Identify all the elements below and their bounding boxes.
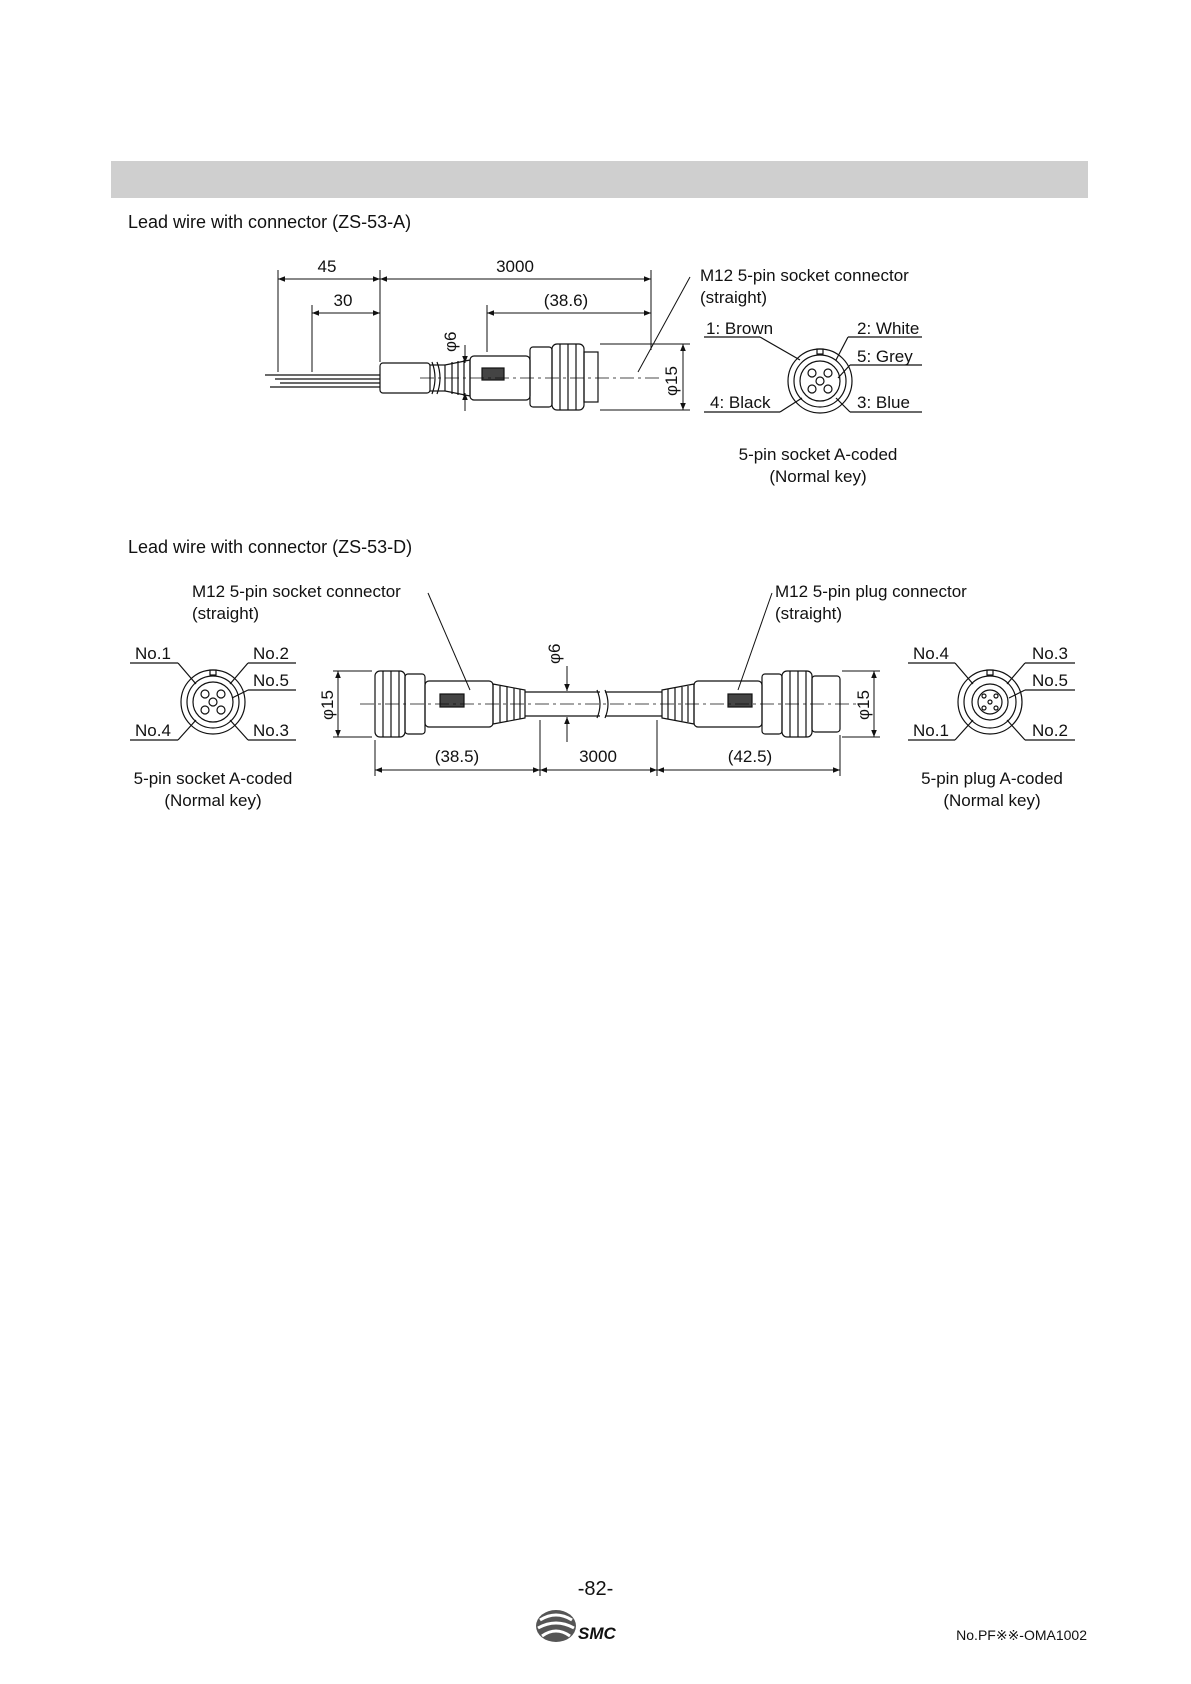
socket-face-label-1: 5-pin socket A-coded: [134, 769, 293, 788]
plug-pin-no2: No.2: [1032, 721, 1068, 740]
pin-face-zs-53-a: [704, 336, 922, 414]
pin-labels-zs-53-a: 1: Brown 2: White 5: Grey 4: Black 3: Bl…: [706, 319, 919, 486]
page-number: -82-: [577, 1578, 614, 1600]
plug-pin-no5: No.5: [1032, 671, 1068, 690]
dimensions-zs-53-a: [277, 270, 691, 411]
dim-42-5: (42.5): [728, 747, 772, 766]
smc-logo: SMC: [536, 1610, 617, 1643]
face-label-a-2: (Normal key): [769, 467, 866, 486]
dim-phi6-d: φ6: [545, 644, 564, 664]
plug-pin-no3: No.3: [1032, 644, 1068, 663]
dim-38-5: (38.5): [435, 747, 479, 766]
drawing-zs-53-d: [360, 670, 860, 738]
dim-phi6: φ6: [441, 332, 460, 352]
dim-30: 30: [334, 291, 353, 310]
socket-label-2: (straight): [192, 604, 259, 623]
socket-pin-no3: No.3: [253, 721, 289, 740]
socket-pin-no2: No.2: [253, 644, 289, 663]
plug-label-1: M12 5-pin plug connector: [775, 582, 967, 601]
dim-labels-zs-53-d: (38.5) 3000 (42.5) φ6 φ15 φ15 M12 5-pin …: [192, 582, 967, 766]
dim-45: 45: [318, 257, 337, 276]
dim-3000: 3000: [496, 257, 534, 276]
plug-pin-no4: No.4: [913, 644, 949, 663]
socket-face-label-2: (Normal key): [164, 791, 261, 810]
connector-label-a-2: (straight): [700, 288, 767, 307]
socket-label-1: M12 5-pin socket connector: [192, 582, 401, 601]
pin-1-brown: 1: Brown: [706, 319, 773, 338]
caption-zs-53-d: Lead wire with connector (ZS-53-D): [128, 537, 413, 557]
socket-pin-no5: No.5: [253, 671, 289, 690]
plug-face-label-1: 5-pin plug A-coded: [921, 769, 1063, 788]
smc-logo-icon: [536, 1610, 576, 1642]
dim-phi15-left: φ15: [318, 690, 337, 720]
caption-zs-53-a: Lead wire with connector (ZS-53-A): [128, 212, 412, 232]
dim-phi15: φ15: [662, 366, 681, 396]
plug-pin-labels-zs-53-d: No.4 No.3 No.5 No.1 No.2 5-pin plug A-co…: [913, 644, 1068, 810]
socket-pin-labels-zs-53-d: No.1 No.2 No.5 No.4 No.3 5-pin socket A-…: [134, 644, 293, 810]
plug-face-label-2: (Normal key): [943, 791, 1040, 810]
plug-pin-no1: No.1: [913, 721, 949, 740]
dim-3000-d: 3000: [579, 747, 617, 766]
connector-label-a-1: M12 5-pin socket connector: [700, 266, 909, 285]
socket-face-zs-53-d: [130, 662, 296, 741]
plug-label-2: (straight): [775, 604, 842, 623]
plug-face-zs-53-d: [908, 662, 1075, 741]
socket-pin-no1: No.1: [135, 644, 171, 663]
smc-logo-text: SMC: [578, 1624, 617, 1643]
face-label-a-1: 5-pin socket A-coded: [739, 445, 898, 464]
pin-5-grey: 5: Grey: [857, 347, 913, 366]
socket-pin-no4: No.4: [135, 721, 171, 740]
pin-2-white: 2: White: [857, 319, 919, 338]
drawing-zs-53-a: [265, 343, 660, 411]
dim-38-6: (38.6): [544, 291, 588, 310]
dimensions-zs-53-d: [333, 592, 880, 776]
section-header-bar: [111, 161, 1088, 198]
dim-phi15-right: φ15: [854, 690, 873, 720]
document-number: No.PF※※-OMA1002: [956, 1627, 1087, 1643]
pin-3-blue: 3: Blue: [857, 393, 910, 412]
pin-4-black: 4: Black: [710, 393, 771, 412]
dim-labels-zs-53-a: 45 30 3000 (38.6) φ6 φ15 M12 5-pin socke…: [318, 257, 910, 396]
